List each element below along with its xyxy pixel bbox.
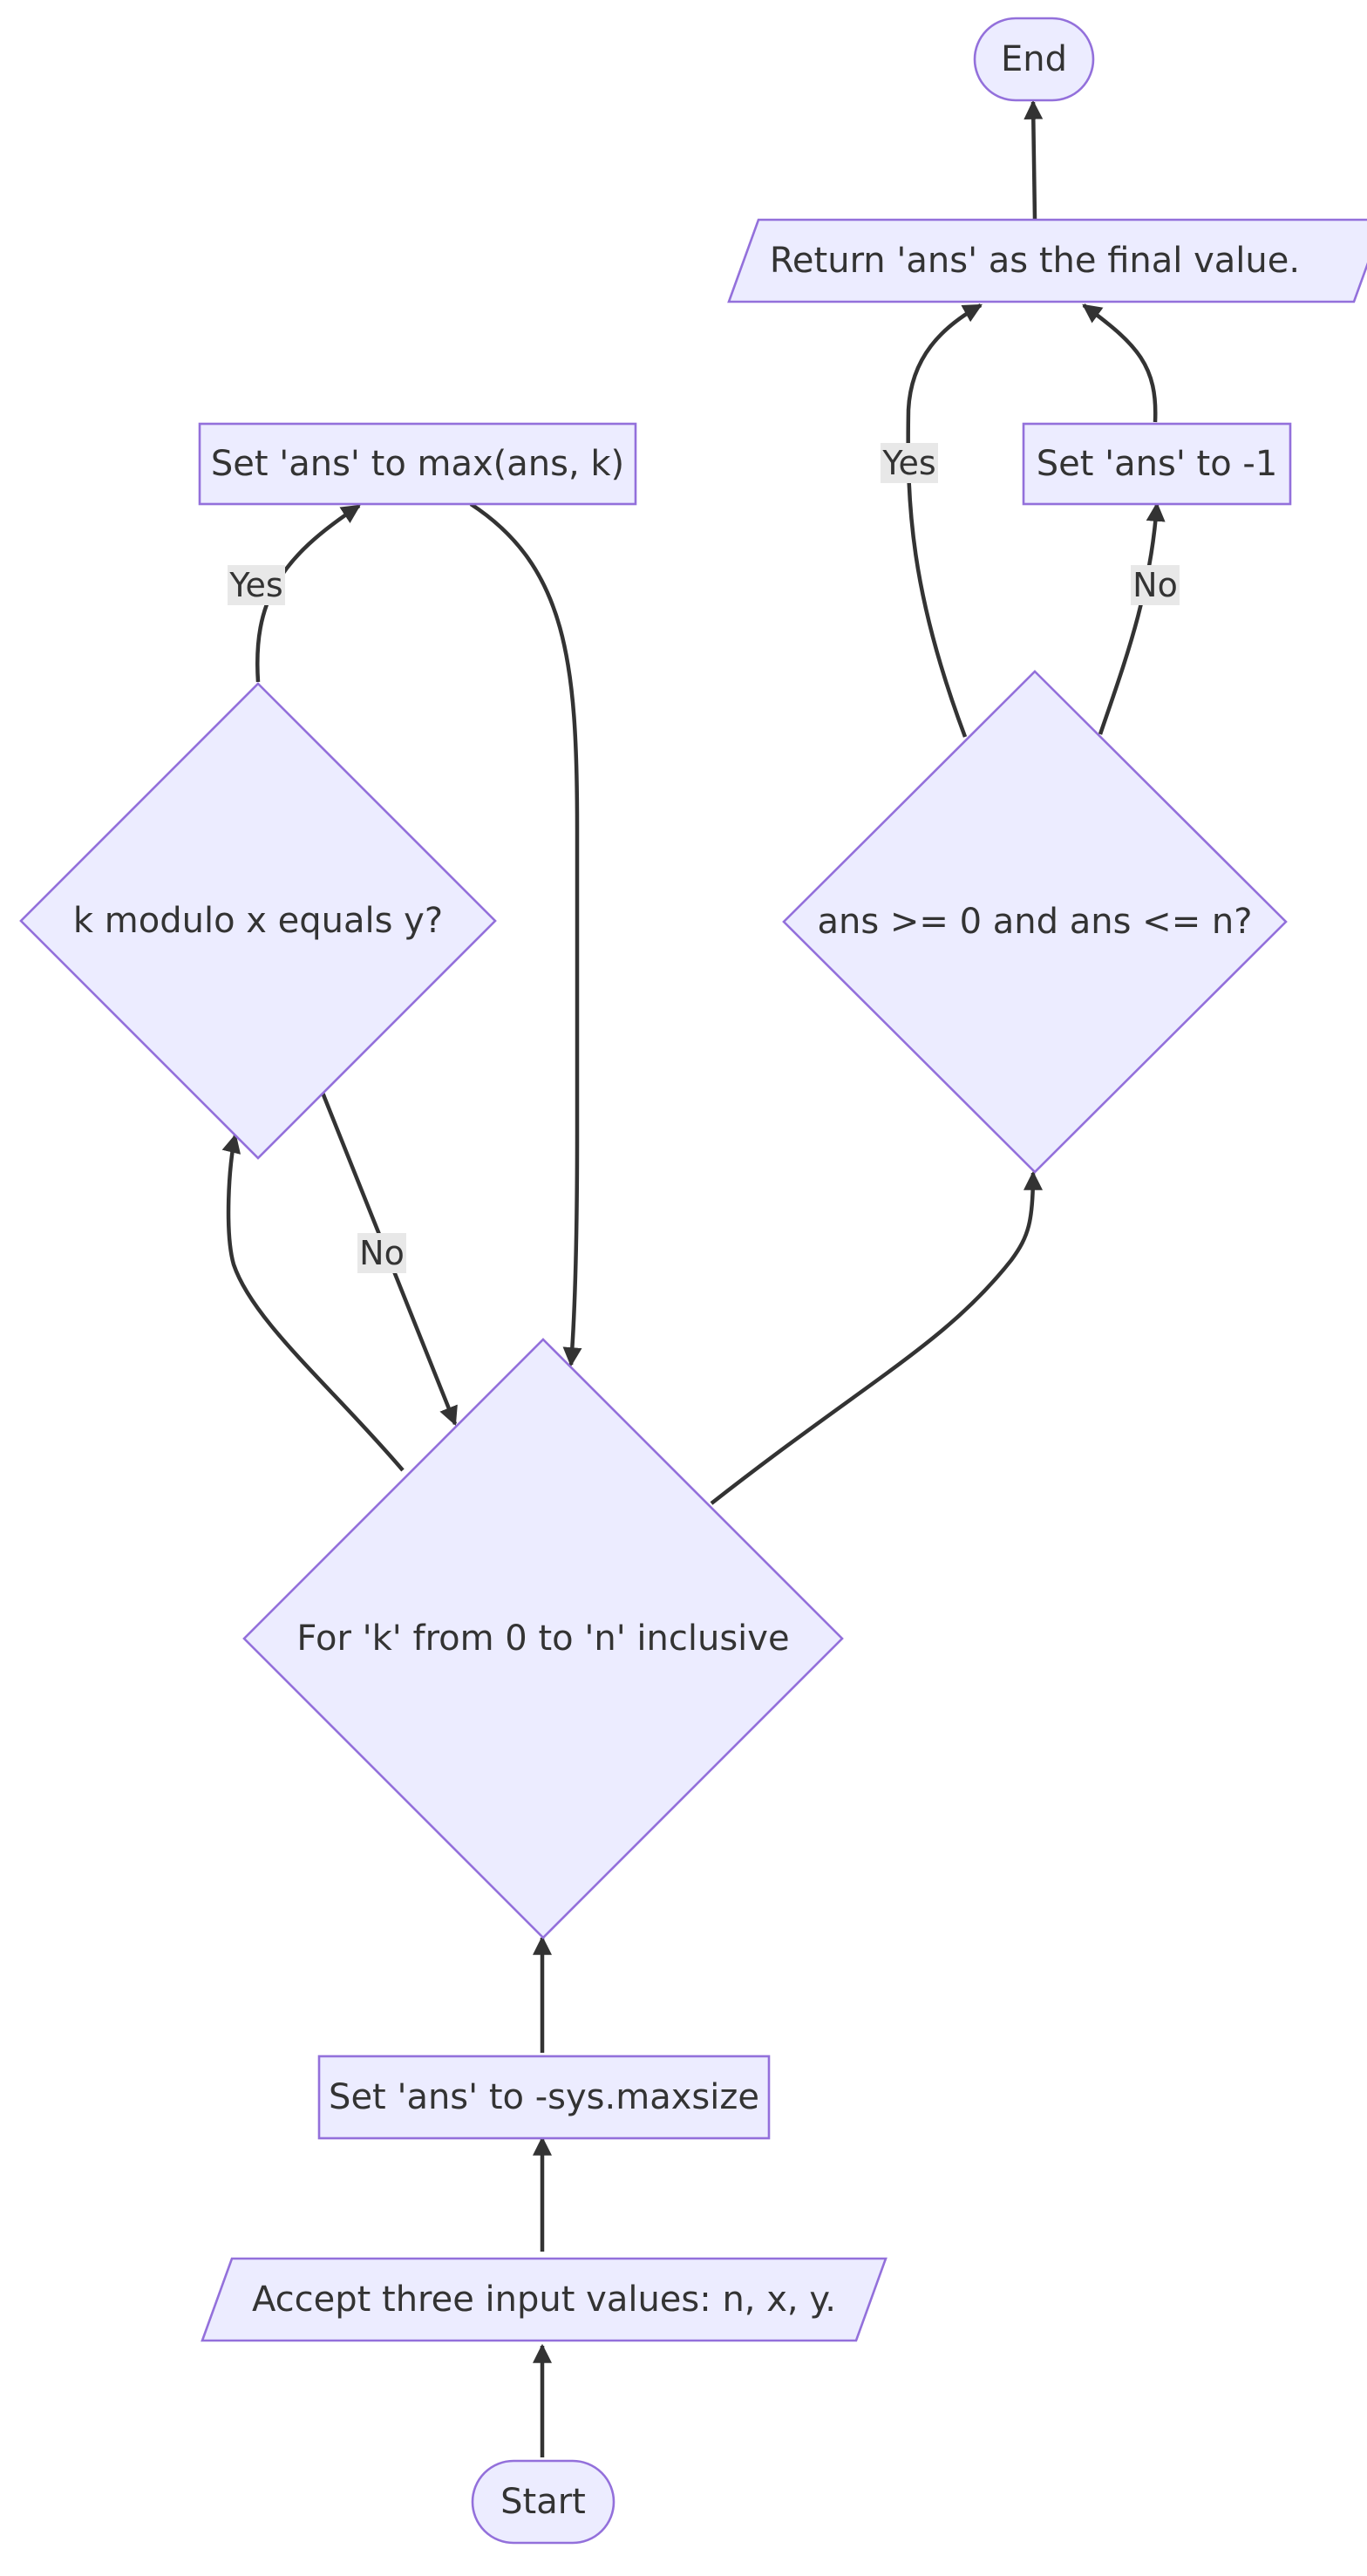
edge-check-range-yes-to-return <box>906 303 983 738</box>
edge-label-modulo-yes-text: Yes <box>228 566 282 604</box>
edge-label-modulo-yes: Yes <box>228 565 285 605</box>
node-init-ans-label: Set 'ans' to -sys.maxsize <box>329 2077 759 2117</box>
node-end: End <box>973 17 1095 102</box>
node-start-label: Start <box>500 2482 586 2522</box>
node-return-ans-label: Return 'ans' as the final value. <box>770 241 1300 281</box>
edge-check-range-no-to-set-neg1 <box>1098 501 1166 735</box>
edge-label-range-no-text: No <box>1132 566 1178 604</box>
edge-set-neg1-to-return <box>1082 303 1158 423</box>
node-check-range-label: ans >= 0 and ans <= n? <box>817 902 1252 942</box>
edge-label-range-yes-text: Yes <box>881 444 935 482</box>
node-set-ans-neg1-label: Set 'ans' to -1 <box>1037 444 1278 484</box>
node-set-ans-max: Set 'ans' to max(ans, k) <box>198 422 637 506</box>
edge-label-modulo-no: No <box>357 1233 406 1273</box>
edge-return-to-end <box>1024 99 1044 221</box>
node-check-modulo: k modulo x equals y? <box>19 682 497 1160</box>
node-check-range: ans >= 0 and ans <= n? <box>782 670 1288 1174</box>
edge-label-range-no: No <box>1131 565 1180 605</box>
node-return-ans: Return 'ans' as the final value. <box>727 218 1367 303</box>
node-end-label: End <box>1001 39 1067 79</box>
node-set-ans-max-label: Set 'ans' to max(ans, k) <box>211 444 624 484</box>
node-loop-k-label: For 'k' from 0 to 'n' inclusive <box>296 1619 789 1659</box>
node-set-ans-neg1: Set 'ans' to -1 <box>1022 422 1292 506</box>
node-loop-k: For 'k' from 0 to 'n' inclusive <box>242 1338 844 1939</box>
node-accept-input-label: Accept three input values: n, x, y. <box>252 2280 836 2320</box>
node-check-modulo-label: k modulo x equals y? <box>73 901 443 941</box>
node-init-ans: Set 'ans' to -sys.maxsize <box>317 2055 771 2140</box>
edge-loop-to-check-range <box>710 1170 1043 1505</box>
node-start: Start <box>471 2459 615 2545</box>
node-accept-input: Accept three input values: n, x, y. <box>201 2257 888 2342</box>
edge-loop-to-check-modulo <box>221 1133 405 1472</box>
edge-label-range-yes: Yes <box>881 443 938 483</box>
edge-set-max-to-loop <box>469 502 582 1367</box>
edge-label-modulo-no-text: No <box>359 1234 405 1272</box>
